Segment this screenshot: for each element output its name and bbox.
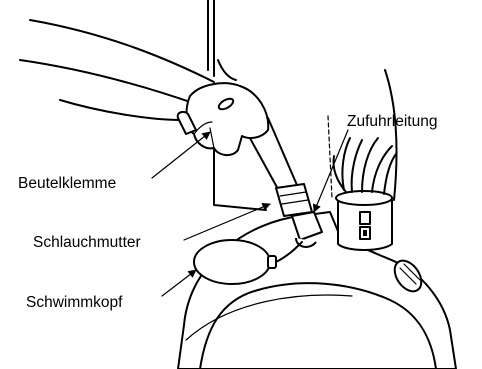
feed-spray [334,138,397,194]
clamp-ring [218,60,236,80]
leader-bag-clamp [152,132,210,178]
hanger-rod [208,0,214,76]
feed-line-dashed [328,116,332,198]
back-panel [214,150,266,210]
feed-line-container [336,191,392,250]
label-float-head: Schwimmkopf [26,295,122,311]
label-feed-line: Zufuhrleitung [347,114,437,130]
label-bag-clamp: Beutelklemme [18,176,116,192]
label-hose-nut: Schlauchmutter [33,235,141,251]
leader-float-head [162,270,196,296]
